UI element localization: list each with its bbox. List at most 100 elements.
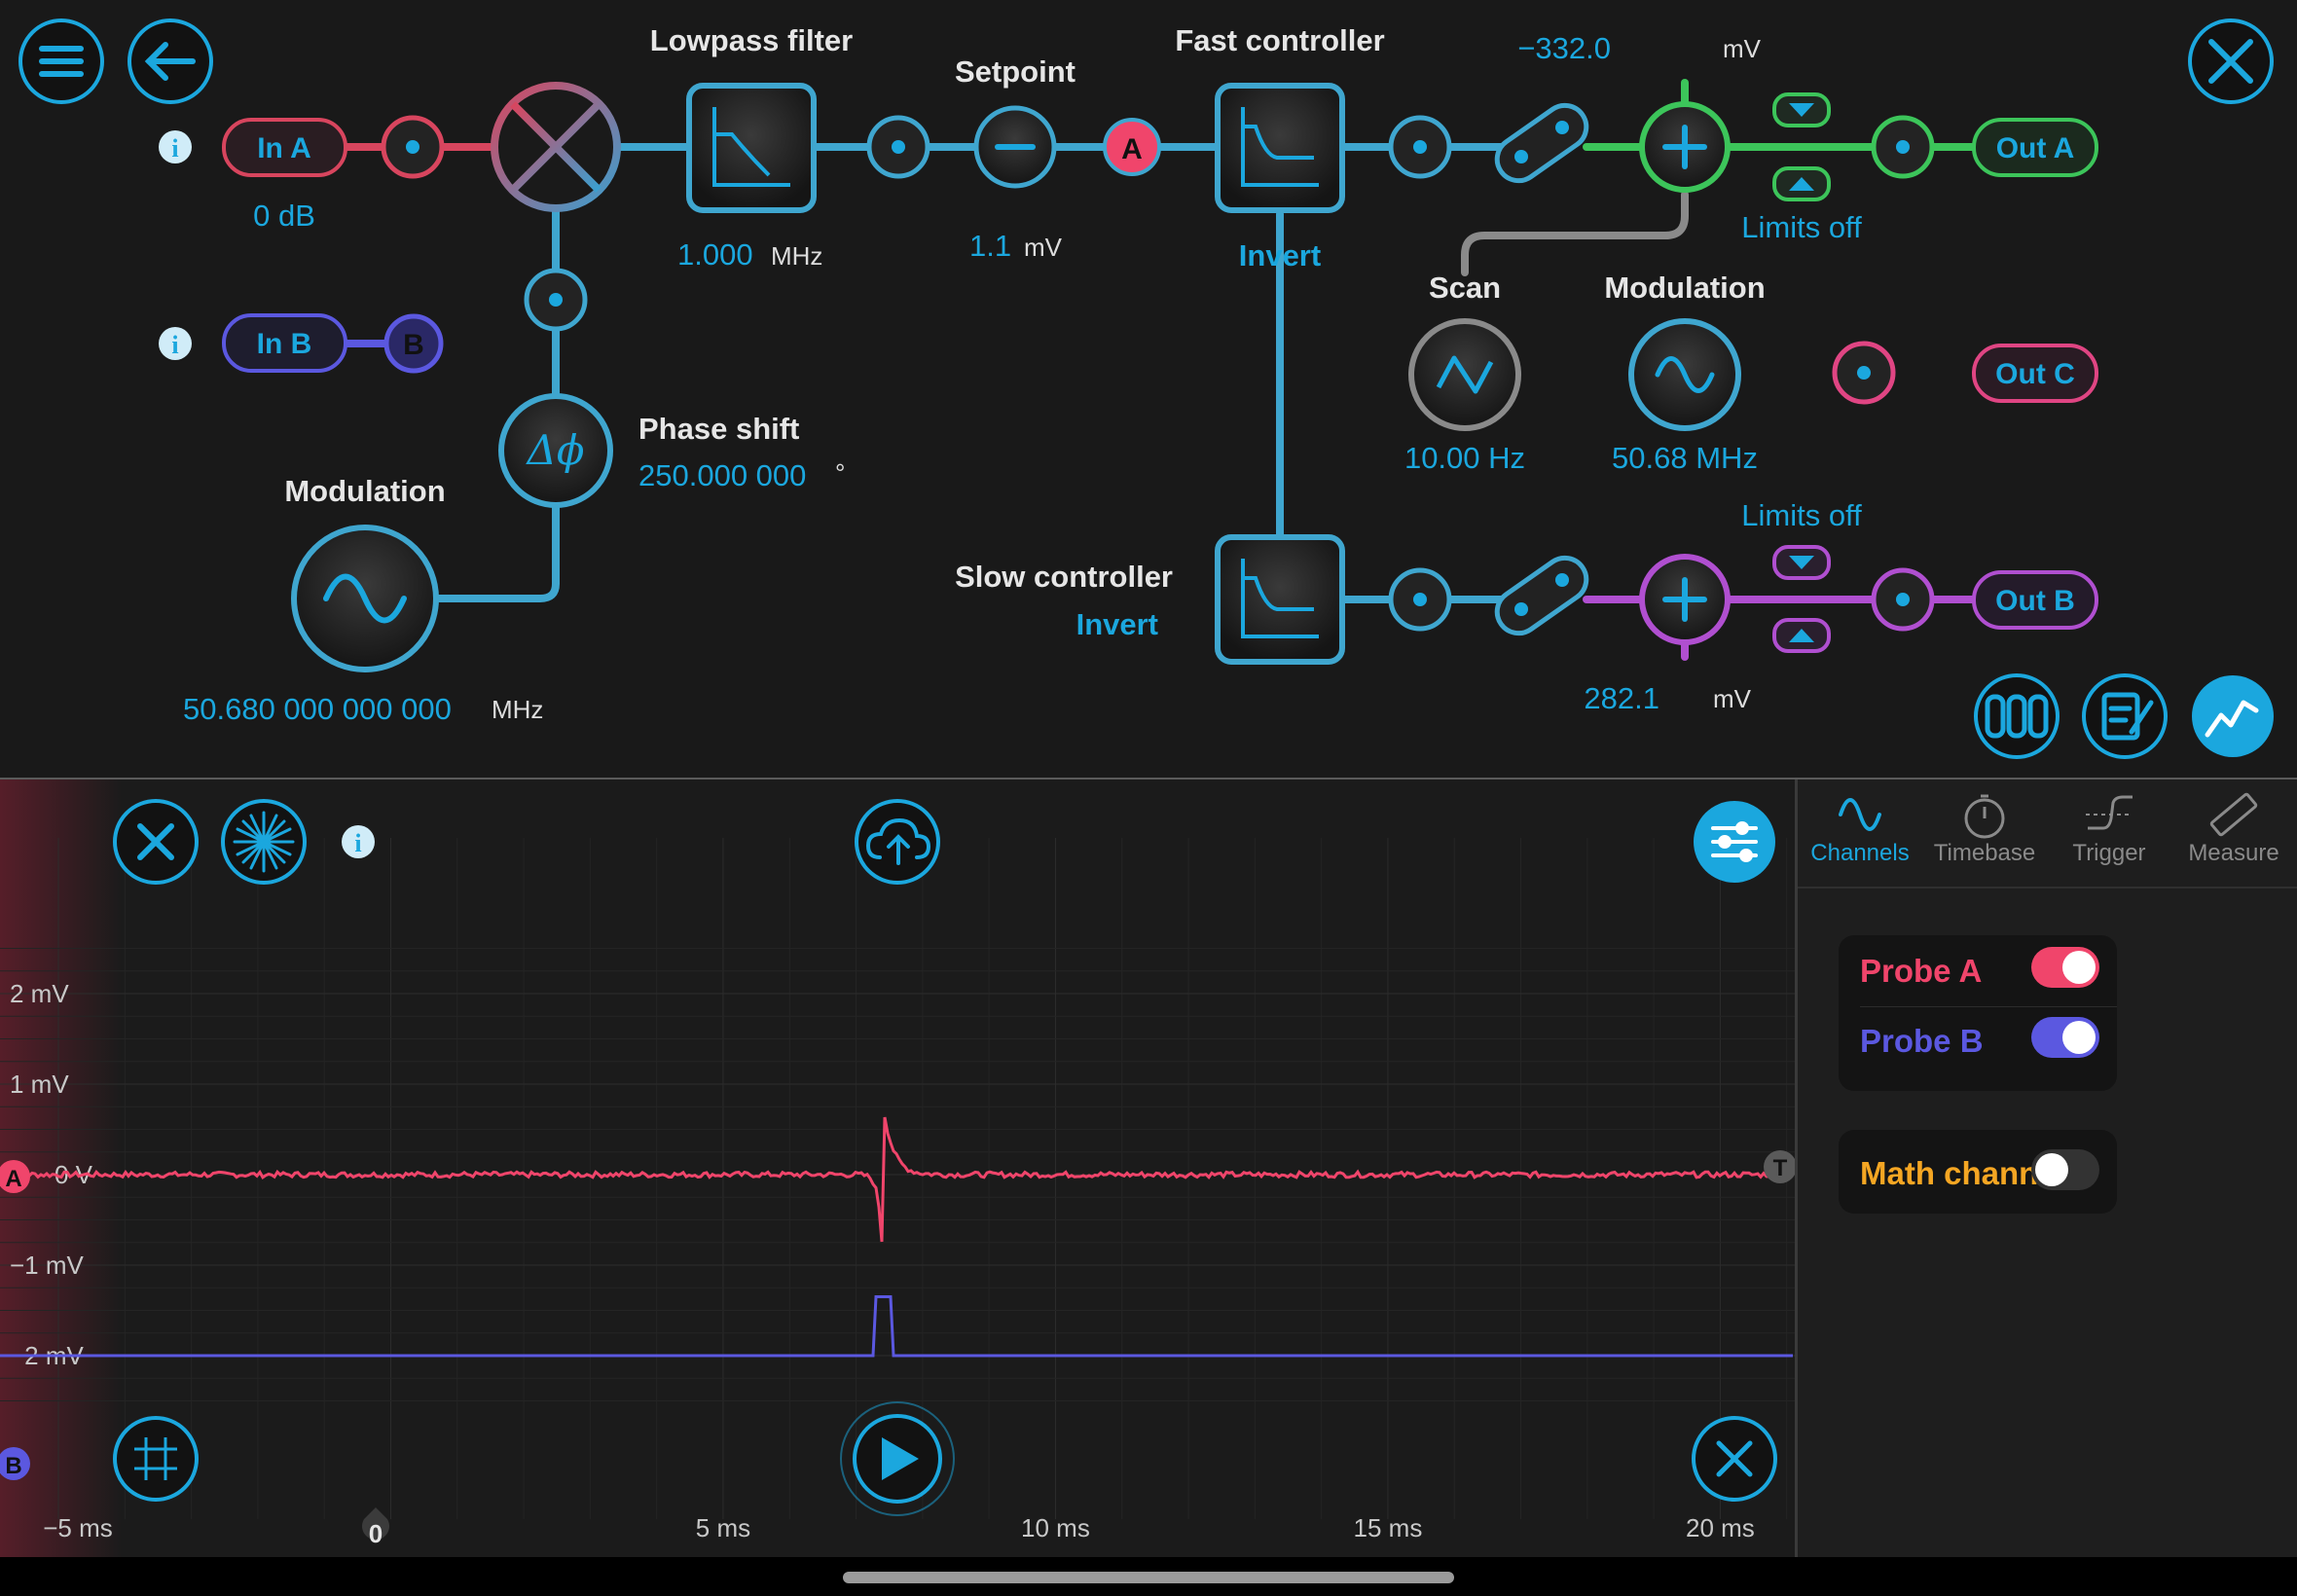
back-button[interactable]	[128, 18, 213, 104]
out-a-limits[interactable]: Limits off	[1741, 210, 1862, 244]
modulation-right-block[interactable]	[1628, 318, 1741, 431]
probe-point-out-a[interactable]	[1871, 115, 1935, 179]
svg-text:Out A: Out A	[1996, 132, 2075, 164]
probe-point-slow[interactable]	[1388, 567, 1452, 632]
fast-output-switch[interactable]	[1489, 97, 1595, 190]
probe-point-in-a[interactable]	[381, 115, 445, 179]
svg-text:Out C: Out C	[1995, 358, 2075, 390]
tab-timebase[interactable]: Timebase	[1922, 780, 2047, 887]
svg-text:i: i	[171, 134, 178, 163]
setpoint-block[interactable]	[973, 105, 1057, 189]
probe-point-out-c[interactable]	[1832, 341, 1896, 405]
svg-text:Out B: Out B	[1995, 585, 2075, 617]
lowpass-response-icon	[712, 107, 790, 187]
sine-wave-icon	[1655, 356, 1715, 393]
lowpass-label: Lowpass filter	[650, 23, 853, 57]
modulation-left-block[interactable]	[291, 525, 439, 672]
fast-controller-block[interactable]	[1215, 83, 1345, 213]
out-c-button[interactable]: Out C	[1972, 344, 2098, 403]
out-b-limits[interactable]: Limits off	[1741, 498, 1862, 532]
tab-channels[interactable]: Channels	[1798, 780, 1922, 887]
probe-b-toggle[interactable]	[2031, 1017, 2099, 1058]
fullscreen-button[interactable]	[1692, 1416, 1777, 1502]
channel-a-marker[interactable]: A	[0, 1160, 30, 1193]
math-channel-toggle[interactable]	[2031, 1149, 2099, 1190]
probe-point-mixer[interactable]	[524, 268, 588, 332]
tab-measure[interactable]: Measure	[2171, 780, 2296, 887]
oscilloscope-view[interactable]: 2 mV 1 mV 0 V −1 mV −2 mV −5 ms 0 5 ms 1…	[0, 780, 1795, 1557]
probe-a-badge[interactable]: A	[1103, 118, 1161, 176]
fast-controller-invert[interactable]: Invert	[1239, 238, 1321, 272]
x-label: 20 ms	[1686, 1513, 1755, 1542]
phase-shift-block[interactable]: Δϕ	[498, 393, 613, 508]
probe-a-toggle[interactable]	[2031, 947, 2099, 988]
input-a-gain[interactable]: 0 dB	[253, 199, 315, 233]
modulation-left-unit: MHz	[492, 695, 543, 724]
sum-a-block[interactable]	[1639, 101, 1731, 193]
burst-icon	[233, 811, 295, 873]
x-axis-labels: −5 ms 0 5 ms 10 ms 15 ms 20 ms	[43, 1507, 1755, 1548]
mixer-block[interactable]	[491, 82, 621, 212]
menu-button[interactable]	[18, 18, 104, 104]
out-a-offset-value[interactable]: −332.0	[1517, 31, 1611, 65]
out-b-offset-value[interactable]: 282.1	[1584, 681, 1659, 715]
modulation-right-label: Modulation	[1604, 271, 1765, 305]
probe-point-fast[interactable]	[1388, 115, 1452, 179]
limit-down-b-button[interactable]	[1772, 618, 1831, 653]
channel-b-marker[interactable]: B	[0, 1447, 30, 1480]
lowpass-filter-block[interactable]	[686, 83, 817, 213]
x-label: 5 ms	[696, 1513, 750, 1542]
cloud-upload-button[interactable]	[855, 799, 940, 885]
modulation-right-value[interactable]: 50.68 MHz	[1612, 441, 1758, 475]
home-indicator[interactable]	[843, 1572, 1454, 1583]
expand-arrows-icon	[1716, 1440, 1753, 1477]
multi-view-button[interactable]	[1974, 673, 2060, 759]
scan-block[interactable]	[1408, 318, 1521, 431]
chevron-down-icon	[1789, 103, 1814, 117]
probe-b-row: Probe B	[1839, 1005, 2117, 1073]
limit-up-b-button[interactable]	[1772, 545, 1831, 580]
trigger-level-marker[interactable]: T	[1764, 1150, 1795, 1183]
phase-shift-value[interactable]: 250.000 000	[638, 458, 806, 492]
scope-view-button[interactable]	[2192, 675, 2274, 757]
out-a-button[interactable]: Out A	[1972, 118, 2098, 177]
grid-cursor-icon	[134, 1437, 177, 1480]
input-a-button[interactable]: In A	[222, 118, 347, 177]
info-icon-in-b[interactable]: i	[159, 327, 192, 360]
scope-settings-button[interactable]	[1694, 801, 1775, 883]
setpoint-value[interactable]: 1.1	[969, 229, 1011, 263]
probe-a-row: Probe A	[1839, 935, 2117, 1003]
lowpass-value[interactable]: 1.000	[677, 237, 753, 272]
zero-time-marker[interactable]: 0	[362, 1507, 390, 1548]
cursors-button[interactable]	[113, 1416, 199, 1502]
slow-controller-block[interactable]	[1215, 534, 1345, 665]
clear-button[interactable]	[113, 799, 199, 885]
run-button[interactable]	[840, 1401, 955, 1516]
svg-text:T: T	[1773, 1155, 1788, 1181]
slow-output-switch[interactable]	[1489, 550, 1595, 642]
scan-value[interactable]: 10.00 Hz	[1404, 441, 1525, 475]
sum-b-block[interactable]	[1639, 554, 1731, 645]
limit-up-a-button[interactable]	[1772, 92, 1831, 127]
info-icon-in-a[interactable]: i	[159, 130, 192, 163]
tab-trigger[interactable]: Trigger	[2047, 780, 2171, 887]
svg-text:A: A	[1121, 133, 1143, 165]
probe-channels-card: Probe A Probe B	[1839, 935, 2117, 1091]
persistence-button[interactable]	[221, 799, 307, 885]
settings-button[interactable]	[2188, 18, 2274, 104]
setpoint-unit: mV	[1024, 233, 1063, 262]
input-b-button[interactable]: In B	[222, 313, 347, 373]
info-icon-scope[interactable]: i	[342, 825, 375, 858]
probe-b-badge[interactable]: B	[383, 313, 444, 374]
cloud-upload-icon	[865, 817, 931, 865]
probe-point-lowpass[interactable]	[866, 115, 930, 179]
edit-document-icon	[2101, 692, 2154, 741]
slow-controller-invert[interactable]: Invert	[1076, 607, 1158, 641]
limit-down-a-button[interactable]	[1772, 166, 1831, 201]
plus-icon	[1662, 125, 1707, 169]
svg-text:A: A	[5, 1166, 21, 1192]
probe-point-out-b[interactable]	[1871, 567, 1935, 632]
modulation-left-value[interactable]: 50.680 000 000 000	[183, 692, 452, 726]
out-b-button[interactable]: Out B	[1972, 570, 2098, 630]
notes-button[interactable]	[2082, 673, 2168, 759]
